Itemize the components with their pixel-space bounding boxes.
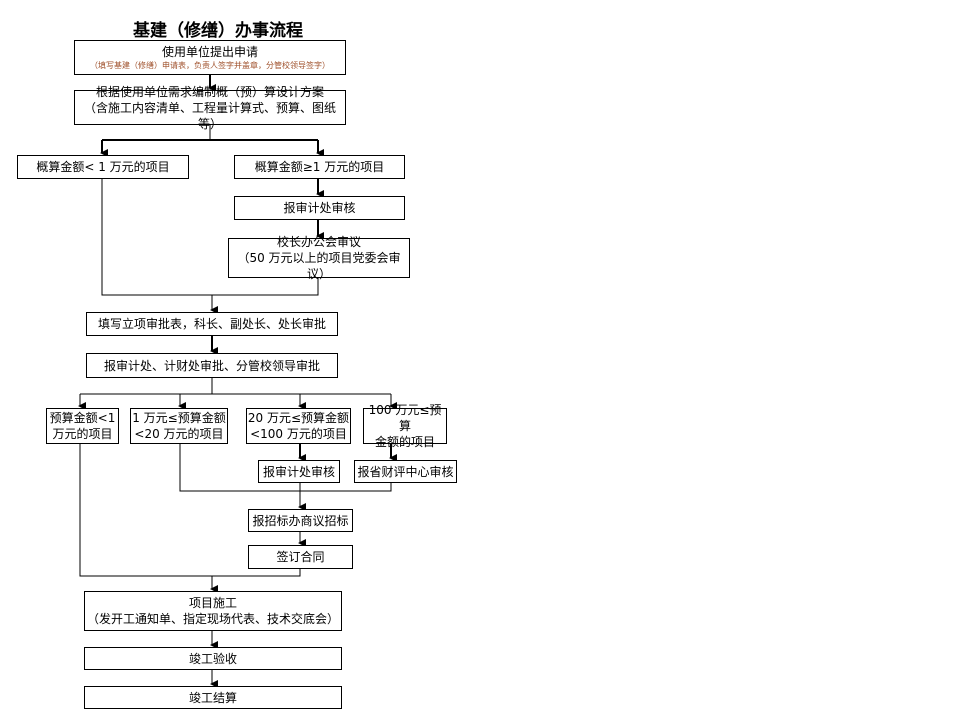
step-submit-approval: 报审计处、计财处审批、分管校领导审批 [86,353,338,378]
step-president-note: （50 万元以上的项目党委会审议） [237,251,401,281]
step-audit-review: 报审计处审核 [234,196,405,220]
branch-lt1-l2: 万元的项目 [52,427,113,441]
step-construction: 项目施工 （发开工通知单、指定现场代表、技术交底会） [84,591,342,631]
branch-20-100: 20 万元≤预算金额 <100 万元的项目 [246,408,351,444]
step-bidding: 报招标办商议招标 [248,509,353,532]
step-fill-form: 填写立项审批表，科长、副处长、处长审批 [86,312,338,336]
branch-lt1: 预算金额<1 万元的项目 [46,408,119,444]
step-plan-title: 根据使用单位需求编制概（预）算设计方案 [95,84,324,99]
branch-1-20-l2: <20 万元的项目 [134,427,224,441]
step-estimate-lt1: 概算金额< 1 万元的项目 [17,155,189,179]
step-contract: 签订合同 [248,545,353,569]
branch-ge100: 100 万元≤预算金额的项目 [363,403,447,449]
branch-20-100-l2: <100 万元的项目 [250,427,347,441]
branch-1-20: 1 万元≤预算金额 <20 万元的项目 [130,408,228,444]
step-construction-title: 项目施工 [188,596,237,610]
step-apply: 使用单位提出申请 （填写基建（修缮）申请表，负责人签字并盖章，分管校领导签字） [74,40,346,75]
step-apply-note: （填写基建（修缮）申请表，负责人签字并盖章，分管校领导签字） [90,60,330,70]
branch-ge100-l1: 100 万元≤预算 [368,403,442,433]
step-plan-note: （含施工内容清单、工程量计算式、预算、图纸等） [83,100,336,131]
step-plan: 根据使用单位需求编制概（预）算设计方案 （含施工内容清单、工程量计算式、预算、图… [74,85,346,131]
step-president-meeting: 校长办公会审议 （50 万元以上的项目党委会审议） [228,235,410,281]
step-president-title: 校长办公会审议 [276,235,361,249]
branch-ge100-l2: 金额的项目 [374,435,435,449]
step-audit-review-2: 报审计处审核 [258,460,340,483]
branch-1-20-l1: 1 万元≤预算金额 [132,411,226,425]
step-estimate-ge1: 概算金额≥1 万元的项目 [234,155,405,179]
page-title: 基建（修缮）办事流程 [133,21,303,41]
step-provincial-review: 报省财评中心审核 [354,460,457,483]
step-acceptance: 竣工验收 [84,647,342,670]
step-apply-title: 使用单位提出申请 [161,44,258,59]
branch-20-100-l1: 20 万元≤预算金额 [247,411,350,425]
branch-lt1-l1: 预算金额<1 [49,411,116,425]
step-construction-note: （发开工通知单、指定现场代表、技术交底会） [86,612,339,626]
step-settlement: 竣工结算 [84,686,342,709]
